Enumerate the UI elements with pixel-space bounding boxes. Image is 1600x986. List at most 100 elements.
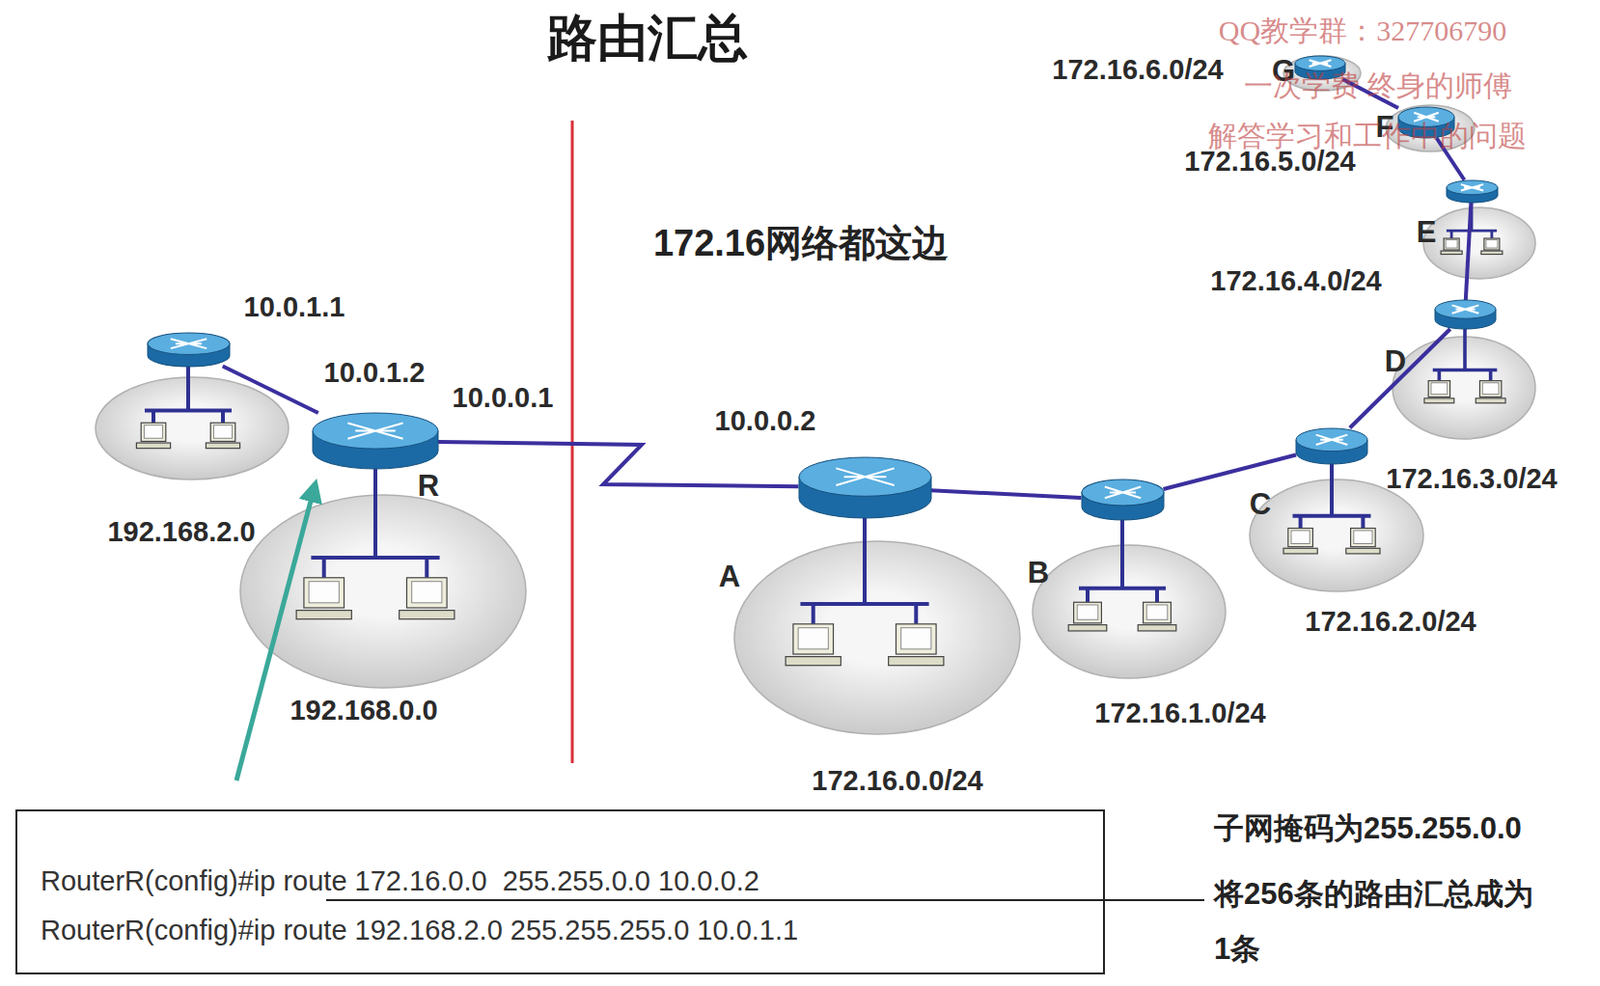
lan-stem — [862, 518, 867, 606]
lan-bus — [1446, 229, 1497, 233]
lan-segment — [1392, 329, 1536, 440]
keyboard — [888, 657, 944, 666]
leader-line — [326, 899, 1205, 902]
network-label: 172.16.3.0/24 — [1385, 463, 1557, 496]
router-arrows — [1103, 487, 1140, 499]
lan-stem — [1329, 464, 1334, 517]
monitor — [1143, 602, 1172, 624]
network-label: 172.16.0.0/24 — [811, 765, 983, 798]
lan-ellipse — [734, 541, 1021, 735]
ethernet-link — [222, 366, 319, 414]
screen — [1486, 240, 1498, 249]
ethernet-link — [1350, 329, 1451, 429]
ethernet-link — [931, 490, 1082, 498]
command-box: RouterR(config)#ip route 172.16.0.0 255.… — [15, 809, 1105, 975]
screen — [213, 425, 232, 440]
lan-ellipse — [240, 495, 526, 689]
keyboard — [1283, 548, 1318, 554]
lan-drop — [913, 604, 918, 625]
router-label: D — [1384, 344, 1407, 380]
keyboard — [785, 657, 841, 666]
lan-drop — [1085, 588, 1090, 603]
screen — [1146, 605, 1168, 620]
network-label: 192.168.2.0 — [107, 516, 255, 549]
screen — [308, 581, 339, 604]
router-icon: D — [1434, 300, 1496, 330]
network-label: 172.16.1.0/24 — [1094, 697, 1266, 730]
router-arrows — [1309, 59, 1332, 67]
router-shape — [1081, 479, 1164, 521]
lan-stem — [186, 366, 191, 412]
lan-drop — [1155, 588, 1159, 603]
keyboard — [136, 442, 170, 449]
screen — [412, 581, 442, 604]
router-arrows — [835, 468, 894, 486]
router-label: E — [1416, 215, 1437, 250]
screen — [798, 628, 828, 650]
monitor — [1074, 602, 1103, 624]
router-icon: E — [1446, 180, 1498, 203]
lan-drop — [1437, 369, 1442, 381]
router-label: C — [1249, 487, 1271, 523]
router-shape — [1446, 180, 1498, 203]
note-text: 子网掩码为255.255.0.0 — [1213, 808, 1522, 850]
router-top — [1446, 180, 1498, 195]
network-label: 172.16.2.0/24 — [1304, 606, 1476, 638]
router-arrows — [1451, 304, 1479, 313]
screen — [901, 628, 932, 650]
lan-stem — [1462, 329, 1467, 370]
screen — [1482, 383, 1499, 395]
lan-drop — [1298, 516, 1303, 529]
monitor — [303, 578, 345, 608]
monitor — [1351, 528, 1377, 548]
network-label: 172.16.4.0/24 — [1210, 265, 1381, 298]
network-label: 172.16.6.0/24 — [1051, 54, 1223, 86]
router-label: 10.0.1.1 — [244, 291, 346, 324]
router-icon: 10.0.1.1 — [147, 332, 230, 367]
lan-drop — [1450, 230, 1454, 239]
monitor — [406, 578, 447, 608]
keyboard — [1137, 625, 1177, 632]
router-label: 10.0.0.1 — [452, 382, 554, 414]
title: 路由汇总 — [547, 4, 748, 73]
router-top — [1295, 55, 1346, 71]
router-label: 10.0.1.2 — [324, 357, 426, 389]
router-shape — [1296, 428, 1368, 465]
lan-bus — [1433, 368, 1498, 373]
lan-bus — [800, 602, 929, 607]
monitor — [1428, 381, 1450, 398]
screen — [1076, 605, 1099, 620]
ethernet-link — [1465, 202, 1472, 302]
note-text: 将256条的路由汇总成为 1条 — [1213, 866, 1547, 977]
router-top — [1434, 300, 1496, 319]
monitor — [793, 624, 834, 655]
lan-drop — [1489, 369, 1493, 381]
keyboard — [399, 610, 455, 620]
lan-drop — [1360, 516, 1365, 529]
watermark: QQ教学群：327706790 — [1218, 11, 1507, 52]
watermark: 一次学费 终身的师傅 — [1243, 66, 1513, 107]
screen — [1291, 530, 1310, 545]
keyboard — [1424, 398, 1455, 404]
router-top — [1081, 479, 1164, 506]
lan-drop — [220, 410, 225, 423]
lan-bus — [310, 555, 440, 560]
lan-ellipse — [1032, 545, 1226, 679]
router-shape — [799, 457, 932, 519]
monitor — [1479, 381, 1501, 398]
lan-drop — [322, 557, 327, 579]
monitor — [140, 422, 166, 442]
router-icon: 10.0.1.210.0.0.1R — [312, 413, 439, 469]
ethernet-link — [1163, 455, 1297, 490]
monitor — [1443, 238, 1460, 250]
router-top — [1296, 428, 1368, 452]
lan-ellipse — [95, 377, 289, 480]
screen — [1431, 383, 1448, 395]
router-arrows — [1316, 434, 1349, 444]
lan-ellipse — [1423, 207, 1536, 279]
keyboard — [1346, 548, 1380, 554]
keyboard — [205, 442, 240, 449]
lan-segment — [1032, 520, 1226, 679]
router-label: R — [417, 468, 440, 504]
router-arrows — [1460, 184, 1483, 191]
